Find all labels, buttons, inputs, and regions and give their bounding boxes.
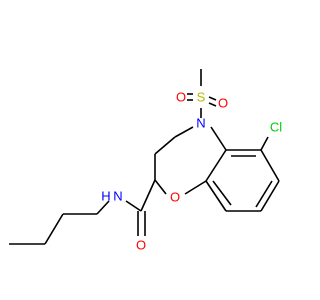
sulfonyl-oxygen-left-label: O xyxy=(176,90,186,105)
chlorine-label: Cl xyxy=(270,120,282,135)
amide-nitrogen-label: N xyxy=(113,189,122,204)
bond-ar-ar-inner xyxy=(255,180,273,208)
bond-ar-ar-inner xyxy=(212,180,232,206)
ring-oxygen-label: O xyxy=(170,190,180,205)
bond-n-ar xyxy=(210,126,227,151)
bond-c2-ccarbonyl xyxy=(140,179,156,212)
bond-n-ch2-chain xyxy=(96,200,110,215)
bond-ar-cl xyxy=(260,136,269,151)
bond-c2-oring xyxy=(154,179,167,195)
ring-nitrogen-label: N xyxy=(196,116,205,131)
bond-chain xyxy=(44,213,64,245)
amide-hydrogen-label: H xyxy=(101,189,110,204)
bond-ring-ch2 xyxy=(154,136,176,155)
bond-ar-ar xyxy=(205,180,227,212)
bond-s-o2 xyxy=(208,96,217,101)
bonds xyxy=(9,69,280,245)
atom-labels: S O O N Cl O O N H xyxy=(101,90,282,253)
bond-ar-ar xyxy=(260,149,280,182)
bond-n-ch2 xyxy=(174,126,194,138)
bond-ar-ar xyxy=(260,180,280,212)
sulfonyl-oxygen-right-label: O xyxy=(218,96,228,111)
bond-carbonyl-n xyxy=(125,200,142,212)
bond-oring-ar xyxy=(184,180,207,195)
sulfur-label: S xyxy=(197,90,206,105)
bond-s-o2 xyxy=(208,102,217,107)
molecule-structure: S O O N Cl O O N H xyxy=(9,69,282,253)
bond-ar-ar xyxy=(205,149,227,182)
amide-oxygen-label: O xyxy=(136,238,146,253)
